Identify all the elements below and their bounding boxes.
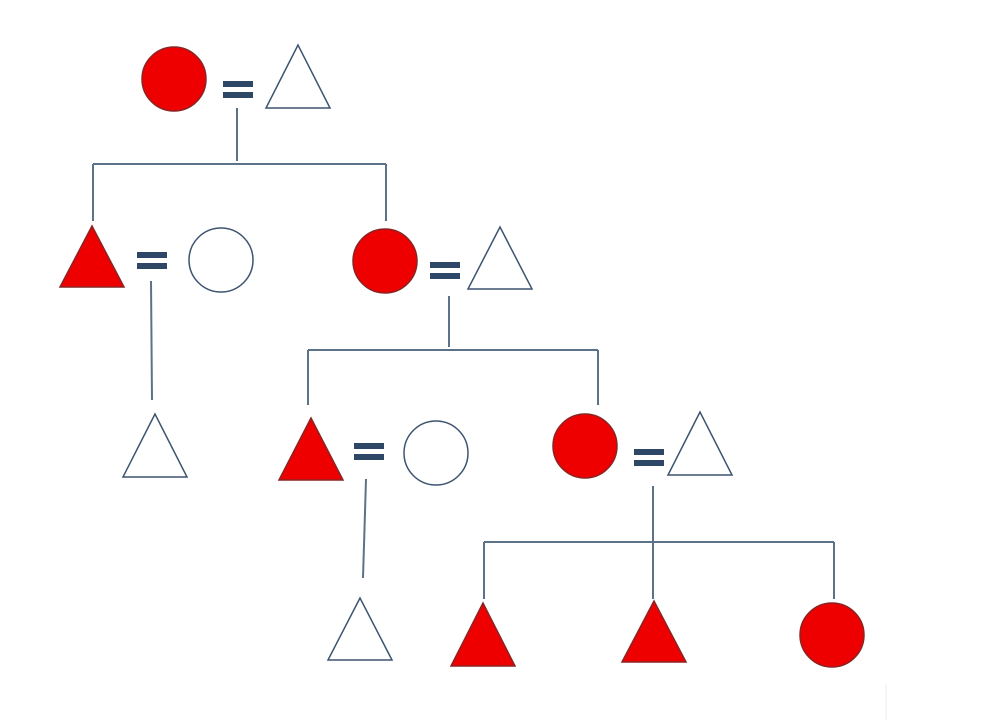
gen2-descent-line-left [150, 280, 153, 401]
gen2-circle-affected-right [352, 228, 418, 294]
gen3-descent-line-left [362, 478, 367, 579]
gen3-circle-affected [552, 413, 618, 479]
gen1-triangle-unaffected [264, 43, 332, 109]
gen2-triangle-unaffected-right [466, 225, 534, 290]
gen2-triangle-affected-left [58, 224, 126, 288]
gen1-circle-affected [141, 46, 207, 112]
gen3-triangle-unaffected-single [121, 412, 189, 478]
gen4-triangle-affected-middle [620, 599, 688, 663]
gen3-triangle-affected [277, 416, 345, 481]
gen1-marriage-symbol [223, 81, 253, 98]
gen4-triangle-unaffected [326, 596, 394, 661]
gen2-marriage-symbol-right [430, 262, 460, 279]
gen3-marriage-symbol-left [354, 443, 384, 460]
gen4-circle-affected [799, 602, 865, 668]
gen3-triangle-unaffected-right [666, 410, 734, 476]
gen3-circle-unaffected [403, 420, 469, 486]
gen2-marriage-symbol-left [137, 252, 167, 269]
gen2-circle-unaffected-left [188, 227, 254, 293]
gen3-marriage-symbol-right [634, 449, 664, 466]
gen4-triangle-affected-left [449, 601, 517, 667]
